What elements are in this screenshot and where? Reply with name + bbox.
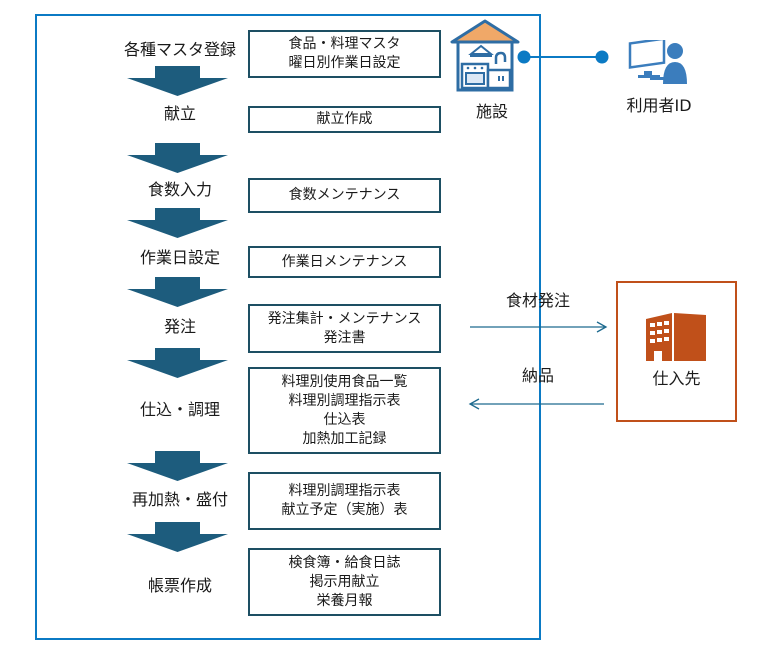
- down-arrow: [127, 277, 228, 307]
- down-arrow: [127, 348, 228, 378]
- delivery-flow-label: 納品: [521, 366, 554, 385]
- user-id-label: 利用者ID: [626, 96, 692, 115]
- function-item: 料理別調理指示表: [288, 392, 401, 409]
- step-label-meal-count: 食数入力: [147, 180, 212, 199]
- supplier-label: 仕入先: [652, 369, 701, 388]
- down-arrow: [127, 451, 228, 481]
- function-item: 作業日メンテナンス: [281, 253, 408, 270]
- facility-label: 施設: [475, 102, 508, 121]
- function-item: 発注書: [323, 329, 366, 346]
- step-label-reports: 帳票作成: [147, 576, 212, 595]
- function-item: 検食簿・給食日誌: [288, 554, 401, 571]
- delivery-arrow: [468, 398, 604, 410]
- function-item: 料理別調理指示表: [288, 483, 401, 499]
- computer-user-icon: [628, 40, 687, 84]
- function-item: 料理別使用食品一覧: [281, 373, 408, 390]
- step-label-menu: 献立: [163, 104, 196, 123]
- step-label-workday: 作業日設定: [139, 248, 220, 267]
- step-label-master: 各種マスタ登録: [123, 40, 236, 59]
- function-box-reheat-plate: 料理別調理指示表 献立予定（実施）表: [248, 472, 441, 530]
- function-item: 食品・料理マスタ: [288, 36, 401, 52]
- order-flow-label: 食材発注: [505, 291, 570, 310]
- function-item: 発注集計・メンテナンス: [267, 310, 422, 327]
- function-item: 加熱加工記録: [302, 430, 387, 447]
- function-box-menu: 献立作成: [248, 106, 441, 133]
- function-box-workday: 作業日メンテナンス: [248, 246, 441, 278]
- building-icon: [646, 313, 706, 361]
- house-kitchen-icon: [450, 19, 520, 92]
- supplier-box: 仕入先: [616, 281, 737, 422]
- function-box-master: 食品・料理マスタ 曜日別作業日設定: [248, 30, 441, 78]
- function-box-meal-count: 食数メンテナンス: [248, 178, 441, 213]
- function-item: 献立予定（実施）表: [281, 502, 408, 518]
- down-arrow: [127, 208, 228, 238]
- function-item: 仕込表: [323, 411, 366, 428]
- function-item: 栄養月報: [316, 592, 373, 609]
- function-box-order: 発注集計・メンテナンス 発注書: [248, 304, 441, 353]
- step-label-prep-cook: 仕込・調理: [139, 400, 220, 419]
- function-box-reports: 検食簿・給食日誌 掲示用献立 栄養月報: [248, 548, 441, 616]
- step-label-order: 発注: [163, 317, 196, 336]
- function-item: 献立作成: [316, 111, 373, 127]
- down-arrow: [127, 66, 228, 96]
- link-dot: [517, 50, 531, 64]
- function-box-prep-cook: 料理別使用食品一覧 料理別調理指示表 仕込表 加熱加工記録: [248, 367, 441, 454]
- down-arrow: [127, 143, 228, 173]
- order-arrow: [470, 321, 608, 333]
- function-item: 曜日別作業日設定: [288, 55, 401, 71]
- function-item: 食数メンテナンス: [288, 187, 401, 203]
- function-item: 掲示用献立: [309, 573, 380, 590]
- down-arrow: [127, 522, 228, 552]
- step-label-reheat-plate: 再加熱・盛付: [131, 490, 228, 509]
- link-dot: [595, 50, 609, 64]
